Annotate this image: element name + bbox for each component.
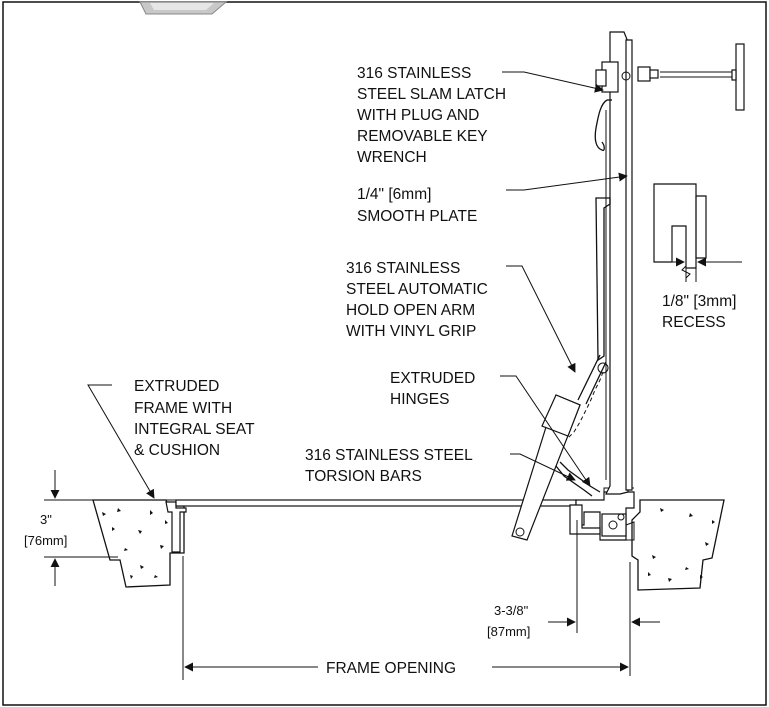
hold-open-arm: [511, 354, 607, 541]
recess-detail: [653, 183, 707, 282]
concrete-right: [631, 499, 725, 591]
label-smooth-plate: 1/4" [6mm] SMOOTH PLATE: [357, 186, 477, 225]
label-extruded-hinges: EXTRUDED HINGES: [390, 370, 480, 408]
hinge-assembly: [569, 487, 635, 541]
dim-hinge-offset: [548, 520, 660, 676]
label-slam-latch: 316 STAINLESS STEEL SLAM LATCH WITH PLUG…: [357, 65, 510, 166]
label-frame-depth: 3" [76mm]: [24, 512, 67, 548]
label-recess: 1/8" [3mm] RECESS: [662, 293, 741, 331]
top-tab-decoration: [139, 1, 228, 15]
leader-lines: [87, 71, 628, 499]
dim-frame-opening: [182, 556, 629, 680]
door-plate-closed: [175, 499, 577, 507]
label-extruded-frame: EXTRUDED FRAME WITH INTEGRAL SEAT & CUSH…: [134, 378, 259, 459]
label-torsion-bars: 316 STAINLESS STEEL TORSION BARS: [305, 447, 476, 485]
slam-latch: [594, 61, 631, 152]
torsion-bars: [555, 461, 601, 497]
door-open-vertical: [605, 31, 633, 495]
dim-frame-depth: [44, 470, 118, 586]
key-wrench: [637, 43, 745, 111]
label-frame-opening: FRAME OPENING: [326, 660, 456, 677]
label-hinge-offset: 3-3/8" [87mm]: [487, 603, 532, 639]
label-hold-open-arm: 316 STAINLESS STEEL AUTOMATIC HOLD OPEN …: [346, 260, 492, 340]
concrete-left: [92, 499, 185, 588]
